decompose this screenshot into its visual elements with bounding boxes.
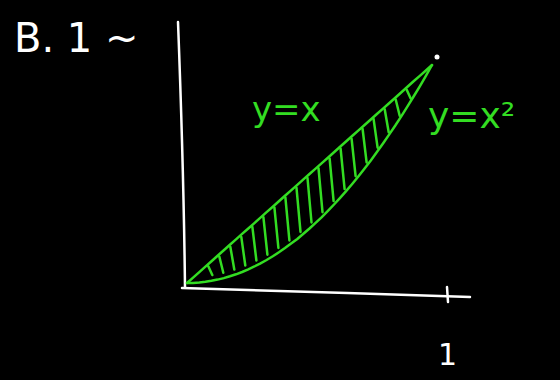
axis-value: 1 (438, 340, 457, 370)
end-dot (435, 55, 440, 60)
x-tick (447, 287, 448, 302)
x-axis (182, 288, 470, 297)
parabola-curve (187, 65, 432, 283)
curve-label: y=x (252, 92, 321, 126)
curve-label: y=x² (428, 98, 515, 134)
line-curve (187, 65, 432, 283)
y-axis (178, 22, 185, 287)
problem-number: B. 1 ~ (14, 18, 139, 58)
hatching (208, 90, 410, 275)
